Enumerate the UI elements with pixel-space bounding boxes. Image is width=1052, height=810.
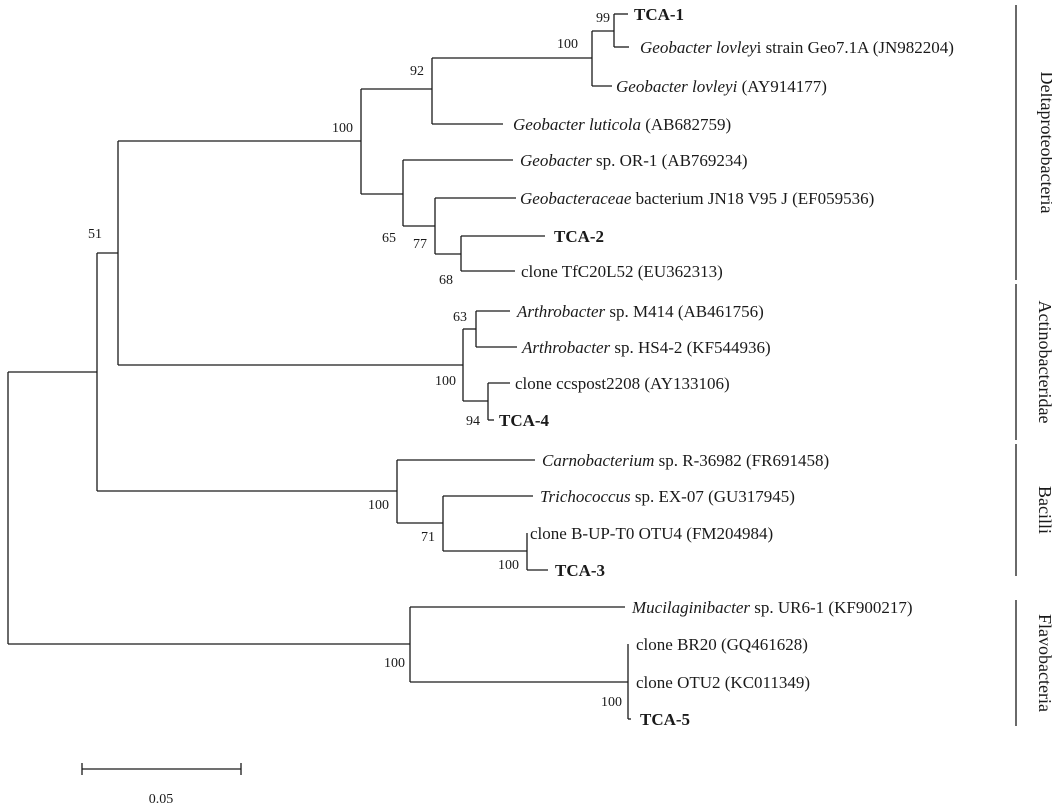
bootstrap-n-arthro: 63 bbox=[453, 310, 467, 325]
leaf-label-clone-br20: clone BR20 (GQ461628) bbox=[636, 635, 808, 654]
scale-bar-label: 0.05 bbox=[149, 792, 174, 807]
leaf-label-arth-m414: Arthrobacter sp. M414 (AB461756) bbox=[516, 302, 764, 321]
leaf-label-geo-lov-ay: Geobacter lovleyi (AY914177) bbox=[616, 77, 827, 96]
bootstrap-n-tca5: 100 bbox=[601, 695, 622, 710]
leaf-label-arth-hs4: Arthrobacter sp. HS4-2 (KF544936) bbox=[521, 338, 771, 357]
leaf-label-tca2: TCA-2 bbox=[554, 227, 604, 246]
leaf-label-clone-bup: clone B-UP-T0 OTU4 (FM204984) bbox=[530, 524, 773, 543]
bootstrap-n-root51: 51 bbox=[88, 227, 102, 242]
bootstrap-n-tca4: 94 bbox=[466, 414, 480, 429]
leaf-label-geo-or1: Geobacter sp. OR-1 (AB769234) bbox=[520, 151, 748, 170]
bootstrap-n-tricho: 71 bbox=[421, 530, 435, 545]
leaf-label-tca5: TCA-5 bbox=[640, 710, 690, 729]
bootstrap-n-bacilli: 100 bbox=[368, 498, 389, 513]
group-label-actinobacteridae: Actinobacteridae bbox=[1035, 301, 1052, 424]
bootstrap-labels: 99 100 92 100 65 77 68 51 63 100 94 100 71 100 100 100 bbox=[88, 11, 622, 710]
bootstrap-n-flavo: 100 bbox=[384, 656, 405, 671]
bootstrap-n-deltaproteo: 100 bbox=[332, 121, 353, 136]
bootstrap-n-tca2group: 77 bbox=[413, 237, 427, 252]
leaf-label-carno: Carnobacterium sp. R-36982 (FR691458) bbox=[542, 451, 829, 470]
leaf-label-tricho: Trichococcus sp. EX-07 (GU317945) bbox=[540, 487, 795, 506]
bootstrap-n-lovleyi: 100 bbox=[557, 37, 578, 52]
leaf-label-tca3: TCA-3 bbox=[555, 561, 605, 580]
group-label-flavobacteria: Flavobacteria bbox=[1035, 614, 1052, 712]
group-label-deltaproteobacteria: Deltaproteobacteria bbox=[1037, 72, 1052, 214]
bootstrap-n-actino: 100 bbox=[435, 374, 456, 389]
scale-bar: 0.05 bbox=[81, 763, 242, 807]
leaf-label-geo-lov-jn: Geobacter lovleyi strain Geo7.1A (JN9822… bbox=[640, 38, 954, 57]
leaf-label-clone-otu2: clone OTU2 (KC011349) bbox=[636, 673, 810, 692]
tree-branches bbox=[7, 13, 631, 720]
leaf-label-geo-lut: Geobacter luticola (AB682759) bbox=[513, 115, 731, 134]
bootstrap-n-tca1: 99 bbox=[596, 11, 610, 26]
group-label-bacilli: Bacilli bbox=[1035, 486, 1052, 534]
leaf-label-tca1: TCA-1 bbox=[634, 5, 684, 24]
leaf-label-clone-ccs: clone ccspost2208 (AY133106) bbox=[515, 374, 730, 393]
leaf-label-muci: Mucilaginibacter sp. UR6-1 (KF900217) bbox=[631, 598, 912, 617]
bootstrap-n-subclade: 65 bbox=[382, 231, 396, 246]
bootstrap-n-geobacter: 92 bbox=[410, 64, 424, 79]
group-brackets: DeltaproteobacteriaActinobacteridaeBacil… bbox=[1015, 5, 1052, 726]
leaf-label-clone-tfc: clone TfC20L52 (EU362313) bbox=[521, 262, 723, 281]
leaf-label-tca4: TCA-4 bbox=[499, 411, 550, 430]
leaf-label-geo-bac: Geobacteraceae bacterium JN18 V95 J (EF0… bbox=[520, 189, 874, 208]
bootstrap-n-tca3: 100 bbox=[498, 558, 519, 573]
bootstrap-n-tca2: 68 bbox=[439, 273, 453, 288]
